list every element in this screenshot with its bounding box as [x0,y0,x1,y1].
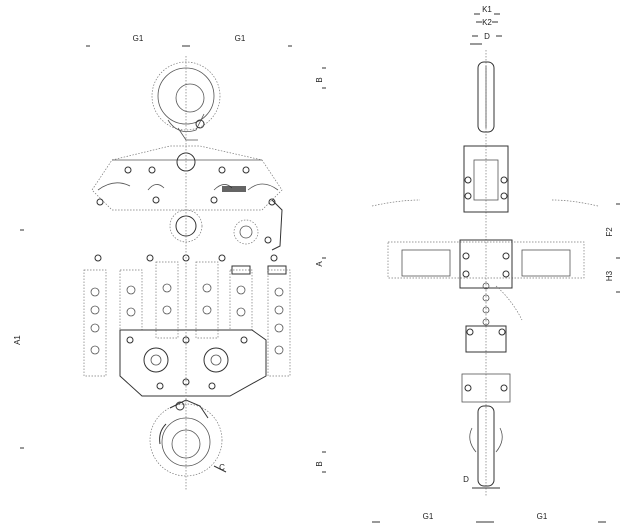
dim-g1-bottom-left: G1 [423,512,434,521]
lower-block [119,329,267,397]
front-view [83,56,291,490]
chains [83,261,291,377]
dim-f2: F2 [605,227,614,237]
dim-a1: A1 [13,335,22,345]
mid-pins [94,254,287,275]
dim-h3: H3 [605,270,614,281]
dim-c: C [219,463,225,472]
upper-frame [91,145,283,211]
dim-g1-top-left: G1 [133,34,144,43]
dim-g1-top-right: G1 [235,34,246,43]
dim-d-bottom: D [463,475,469,484]
dim-b-bottom: B [315,461,324,466]
dim-b-top: B [315,77,324,82]
dim-k1: K1 [482,5,492,14]
dim-g1-bottom-right: G1 [537,512,548,521]
dim-k2: K2 [482,18,492,27]
side-view [371,50,599,496]
dim-d-top: D [484,32,490,41]
dimension-lines [20,13,620,523]
dim-a: A [315,261,324,267]
center-gear [169,199,283,251]
